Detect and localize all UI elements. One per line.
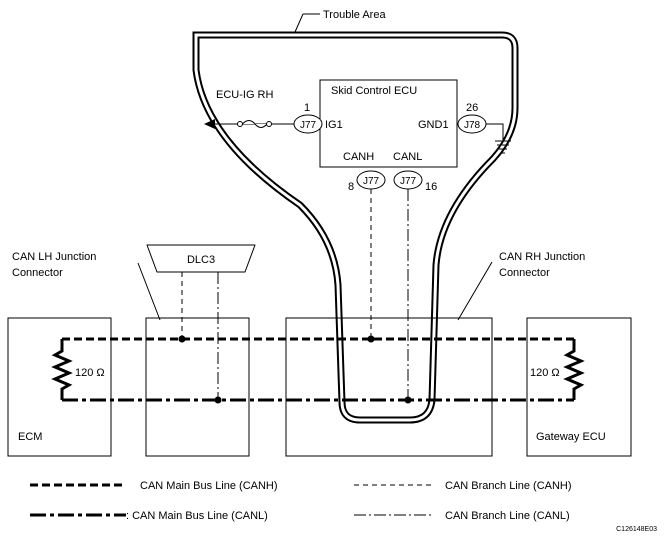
- can-rh-junction-box: [285, 317, 493, 457]
- fuse-terminal-right: [266, 121, 272, 127]
- canh-label: CANH: [343, 151, 374, 163]
- fuse-label: ECU-IG RH: [216, 89, 274, 101]
- legend-branch-canh-label: CAN Branch Line (CANH): [445, 480, 572, 492]
- dlc3-connector: [146, 244, 256, 273]
- gnd1-label: GND1: [418, 119, 449, 131]
- gateway-resistor-icon: [563, 339, 585, 400]
- connector-j77-ig1-label: J77: [300, 120, 317, 131]
- figure-id: C126148E03: [616, 526, 657, 533]
- ig1-label: IG1: [325, 119, 343, 131]
- gateway-ecu-box: [526, 317, 632, 457]
- gnd-wire: [486, 123, 504, 140]
- legend-main-canl-label: : CAN Main Bus Line (CANL): [126, 510, 268, 522]
- ecm-resistor-icon: [51, 339, 73, 400]
- lh-junction-label-line1: CAN LH Junction: [12, 251, 96, 263]
- ecm-box: [7, 317, 112, 457]
- gateway-ecu-label: Gateway ECU: [536, 431, 606, 443]
- trouble-area-label: Trouble Area: [323, 9, 386, 21]
- can-lh-junction-box: [145, 317, 250, 457]
- pin-ig1: 1: [304, 102, 310, 114]
- junction-dot-dlc3-canh: [178, 335, 186, 343]
- junction-dot-skid-canl: [404, 396, 412, 404]
- connector-j77-canh-label: J77: [363, 176, 380, 187]
- pin-canh: 8: [348, 181, 354, 193]
- rh-junction-leader: [457, 261, 493, 321]
- pin-gnd1: 26: [466, 102, 478, 114]
- lh-junction-leader: [137, 262, 161, 321]
- junction-dot-dlc3-canl: [214, 396, 222, 404]
- trouble-area-leader-diag: [294, 13, 304, 33]
- fuse-terminal-left: [237, 121, 243, 127]
- skid-ecu-title: Skid Control ECU: [331, 85, 417, 97]
- legend-branch-canl-label: CAN Branch Line (CANL): [445, 510, 570, 522]
- rh-junction-label-line1: CAN RH Junction: [499, 251, 585, 263]
- ecm-resistor-label: 120 Ω: [75, 367, 105, 379]
- gateway-resistor-label: 120 Ω: [530, 367, 560, 379]
- ecm-label: ECM: [18, 431, 42, 443]
- trouble-area-outline: [192, 31, 519, 424]
- connector-j77-canl-label: J77: [400, 176, 417, 187]
- rh-junction-label-line2: Connector: [499, 267, 550, 279]
- lh-junction-label-line2: Connector: [12, 267, 63, 279]
- legend-main-canh-label: CAN Main Bus Line (CANH): [140, 480, 278, 492]
- ig-arrow-icon: [204, 119, 215, 129]
- skid-control-ecu-box: [319, 79, 458, 168]
- junction-dot-skid-canh: [367, 335, 375, 343]
- connector-j78-gnd1-label: J78: [464, 120, 481, 131]
- canl-label: CANL: [393, 151, 422, 163]
- fuse-icon: [242, 120, 268, 128]
- dlc3-label: DLC3: [187, 254, 215, 266]
- legend: CAN Main Bus Line (CANH) : CAN Main Bus …: [30, 480, 572, 522]
- ground-icon: [495, 140, 511, 154]
- pin-canl: 16: [425, 181, 437, 193]
